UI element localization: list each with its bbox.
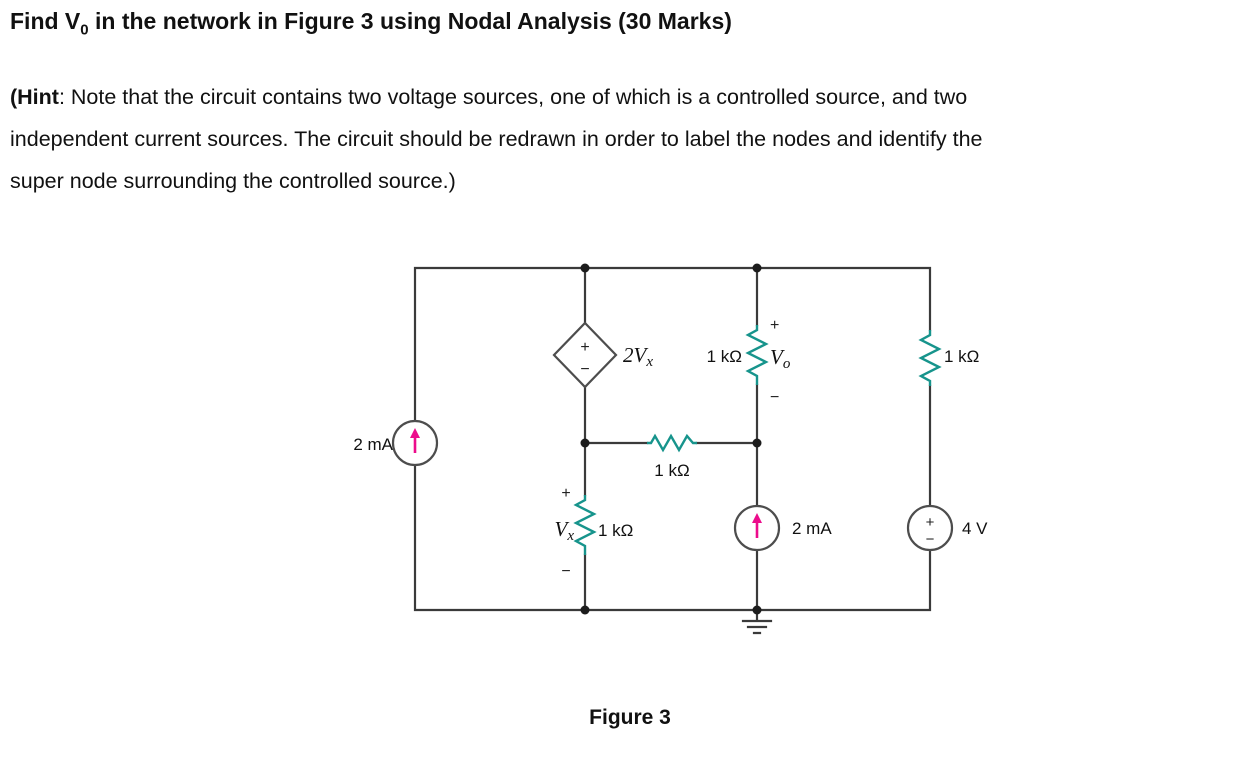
controlled-source-diamond [552, 321, 618, 389]
controlled-source-label: 2Vx [623, 343, 653, 370]
vx-subscript: x [566, 528, 574, 544]
vo-subscript: o [783, 356, 791, 372]
voltage-source-label: 4 V [962, 519, 988, 538]
hint-paragraph: (Hint: Note that the circuit contains tw… [10, 76, 1255, 202]
vx-name: V [555, 517, 570, 541]
controlled-source-coeff: 2V [623, 343, 649, 367]
node-dot [580, 263, 590, 273]
voltage-source-plus-sign: + [926, 514, 935, 531]
wire-outer-loop [413, 266, 932, 612]
title-subscript: 0 [80, 21, 89, 39]
voltage-source-minus-sign: − [926, 531, 935, 548]
vo-name: V [770, 345, 785, 369]
current-source-left-label: 2 mA [353, 435, 393, 454]
wire-inner-branches [583, 266, 759, 612]
voltage-source-circle [906, 504, 954, 552]
resistor-vo-value-label: 1 kΩ [707, 347, 742, 366]
resistor-right [918, 330, 942, 386]
vo-label: Vo [770, 345, 791, 372]
resistor-right-value-label: 1 kΩ [944, 347, 979, 366]
hint-line-1: (Hint: Note that the circuit contains tw… [10, 76, 1255, 118]
controlled-source-plus-sign: + [580, 339, 589, 356]
node-dot [580, 605, 590, 615]
hint-line-2: independent current sources. The circuit… [10, 127, 983, 151]
hint-bold-prefix: (Hint [10, 85, 59, 109]
vx-minus-sign: − [561, 563, 570, 580]
vx-label: Vx [555, 517, 575, 544]
resistor-vo [745, 325, 769, 385]
controlled-source-minus-sign: − [580, 361, 589, 378]
resistor-vx [573, 495, 597, 555]
vx-plus-sign: + [561, 485, 570, 502]
current-source-bottom-arrowhead [752, 513, 762, 523]
page-title: Find V0 in the network in Figure 3 using… [10, 8, 732, 39]
vo-plus-sign: + [770, 317, 779, 334]
resistor-vx-value-label: 1 kΩ [598, 521, 633, 540]
current-source-left-arrowhead [410, 428, 420, 438]
vo-minus-sign: − [770, 389, 779, 406]
resistor-mid [647, 433, 697, 453]
node-dot [580, 438, 590, 448]
title-text-post: in the network in Figure 3 using Nodal A… [88, 8, 732, 34]
resistor-mid-value-label: 1 kΩ [654, 461, 689, 480]
hint-line-1-text: : Note that the circuit contains two vol… [58, 85, 968, 109]
controlled-source-subscript: x [645, 354, 653, 370]
hint-line-3: super node surrounding the controlled so… [10, 169, 456, 193]
current-source-bottom-label: 2 mA [792, 519, 832, 538]
node-dot [752, 605, 762, 615]
figure-caption: Figure 3 [589, 706, 671, 729]
node-dot [752, 263, 762, 273]
title-text-pre: Find V [10, 8, 81, 34]
node-dot [752, 438, 762, 448]
ground-icon [741, 608, 773, 635]
